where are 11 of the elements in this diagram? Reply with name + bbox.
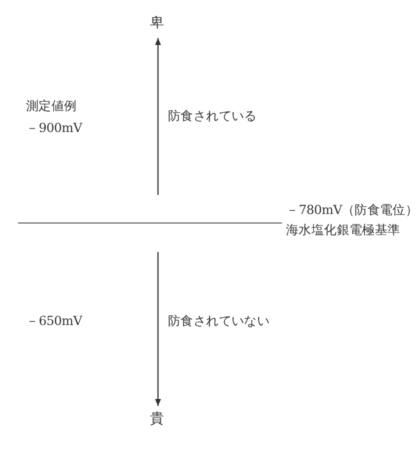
annotation-text: －650mV <box>26 313 82 328</box>
scale-end-label: 貴 <box>150 412 164 426</box>
annotation-text: 海水塩化銀電極基準 <box>286 222 400 237</box>
annotation-text: －780mV（防食電位） <box>286 202 418 217</box>
annotation-text: 防食されていない <box>168 313 270 328</box>
arrow <box>155 38 161 195</box>
annotation-text: －900mV <box>26 120 82 135</box>
arrow <box>155 252 161 406</box>
scale-end-label: 卑 <box>150 16 164 30</box>
annotation-text: 測定値例 <box>26 98 77 113</box>
annotation-text: 防食されている <box>168 108 257 123</box>
